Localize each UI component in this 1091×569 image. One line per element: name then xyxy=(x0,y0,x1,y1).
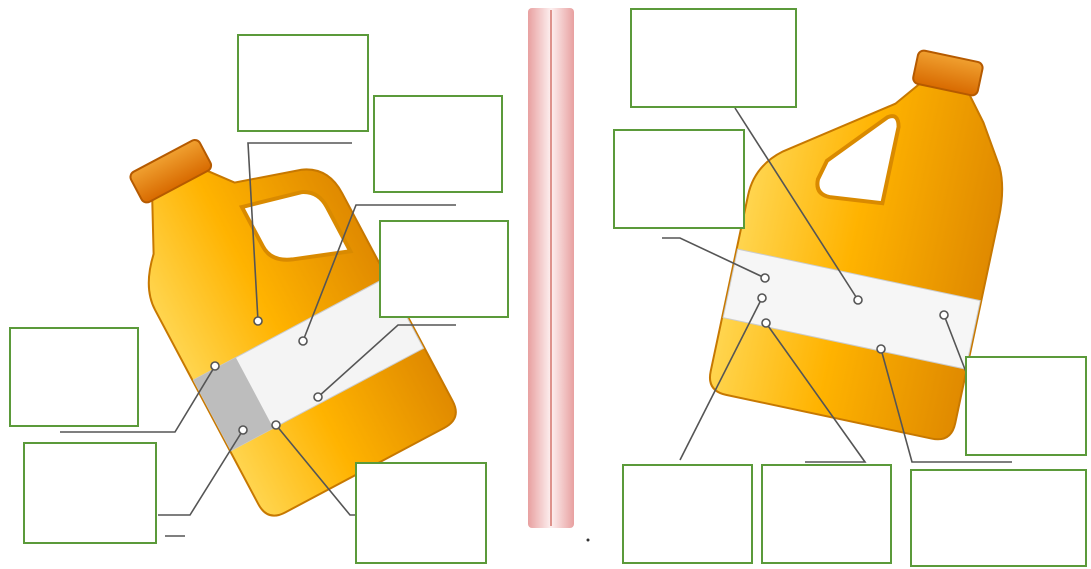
left-leader-1 xyxy=(247,142,352,322)
left-point-5 xyxy=(238,425,248,435)
right-point-1 xyxy=(853,295,863,305)
left-leader-2 xyxy=(302,204,456,342)
right-point-3 xyxy=(757,293,767,303)
right-leaders xyxy=(662,107,1012,463)
right-label-box-5[interactable] xyxy=(761,464,892,564)
right-point-5 xyxy=(876,344,886,354)
right-leader-3 xyxy=(679,297,763,461)
right-point-2 xyxy=(760,273,770,283)
left-point-6 xyxy=(271,420,281,430)
left-label-box-5[interactable] xyxy=(23,442,157,544)
left-label-box-2[interactable] xyxy=(373,95,503,193)
left-point-1 xyxy=(253,316,263,326)
left-label-box-1[interactable] xyxy=(237,34,369,132)
left-bottle-label-shade xyxy=(193,357,274,451)
left-label-box-4[interactable] xyxy=(9,327,139,427)
left-point-2 xyxy=(298,336,308,346)
left-leader-4 xyxy=(60,365,216,433)
left-leader-6 xyxy=(275,424,356,516)
left-bottle-handle-hole xyxy=(238,190,354,262)
left-label-boxes[interactable] xyxy=(9,34,509,564)
left-leaders xyxy=(60,142,456,537)
right-point-4 xyxy=(761,318,771,328)
right-label-box-2[interactable] xyxy=(613,129,745,229)
left-leader-5 xyxy=(158,429,244,516)
right-label-box-3[interactable] xyxy=(965,356,1087,456)
right-label-box-6[interactable] xyxy=(910,469,1087,567)
right-bottle-cap xyxy=(912,49,984,97)
right-label-box-4[interactable] xyxy=(622,464,753,564)
right-point-6 xyxy=(939,310,949,320)
right-label-boxes[interactable] xyxy=(613,8,1087,567)
right-leader-2 xyxy=(662,237,766,279)
stray-mark xyxy=(586,538,590,542)
left-label-box-6[interactable] xyxy=(355,462,487,564)
right-leader-1 xyxy=(734,107,859,301)
right-label-box-1[interactable] xyxy=(630,8,797,108)
right-bottle-label xyxy=(722,248,981,370)
right-leader-6 xyxy=(943,314,967,373)
left-point-3 xyxy=(313,392,323,402)
right-leader-4 xyxy=(765,322,867,463)
left-bottle-cap xyxy=(129,139,213,204)
right-bottle-handle-hole xyxy=(815,114,901,206)
right-bottle xyxy=(709,49,1004,441)
right-leader-5 xyxy=(880,348,1012,463)
left-leader-3 xyxy=(317,324,456,398)
left-point-4 xyxy=(210,361,220,371)
left-label-box-3[interactable] xyxy=(379,220,509,318)
